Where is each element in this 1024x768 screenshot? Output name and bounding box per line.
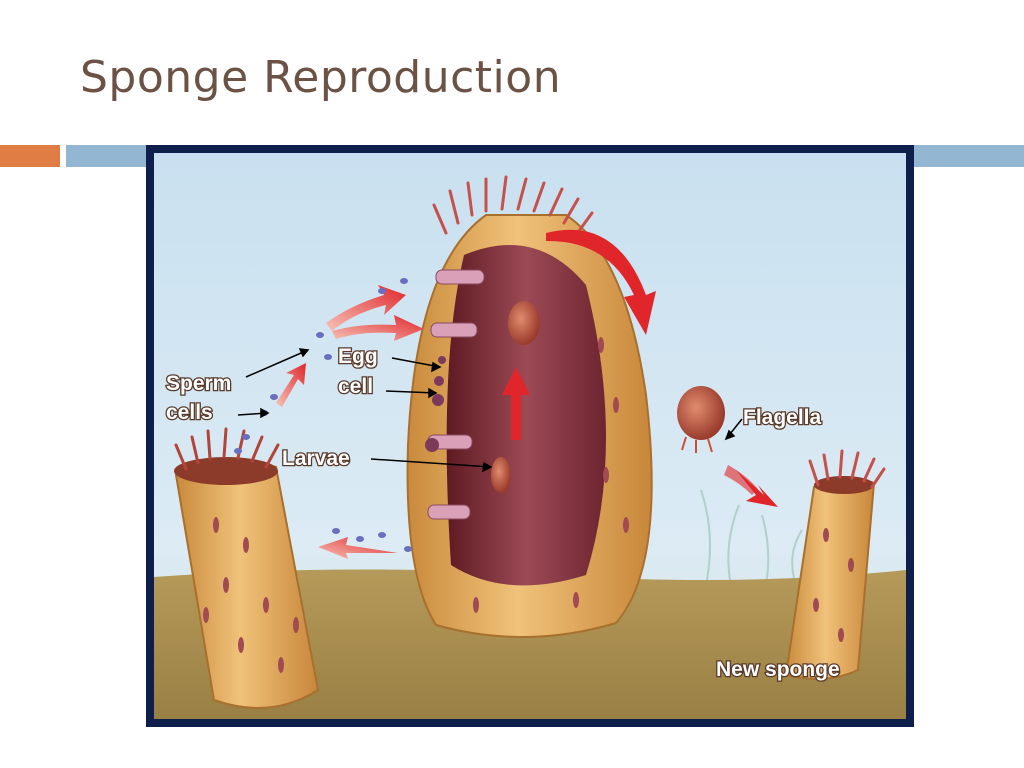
egg-cell-label-line1: Egg <box>338 345 378 368</box>
sponge-reproduction-diagram: Sperm cells Egg cell Larvae Flagella New… <box>146 145 914 727</box>
label-pointers <box>237 348 743 473</box>
sperm-cells-label-line2: cells <box>166 401 213 424</box>
left-sponge <box>174 427 320 709</box>
new-sponge <box>784 449 886 680</box>
free-larva <box>677 386 725 453</box>
central-sponge <box>406 175 653 638</box>
accent-bar-orange <box>0 145 60 167</box>
flagella-label: Flagella <box>743 406 822 429</box>
slide-title: Sponge Reproduction <box>80 52 562 103</box>
sperm-cells <box>234 278 412 552</box>
larvae-label: Larvae <box>282 447 350 470</box>
seabed <box>154 569 906 719</box>
flow-arrows <box>276 229 778 559</box>
new-sponge-label: New sponge <box>716 658 840 681</box>
egg-cell-label-line2: cell <box>338 375 373 398</box>
larva-inside-lower <box>491 457 511 493</box>
larva-inside-upper <box>508 301 540 345</box>
sperm-cells-label-line1: Sperm <box>166 372 231 395</box>
